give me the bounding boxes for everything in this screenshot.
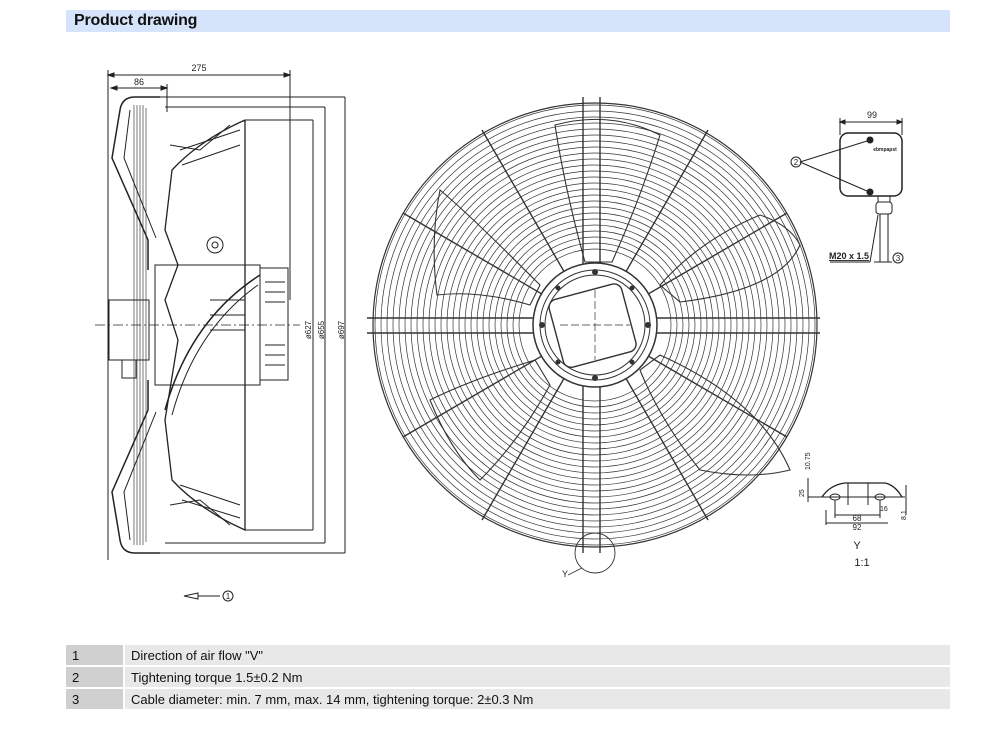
side-view: [95, 70, 346, 560]
legend-row: 2 Tightening torque 1.5±0.2 Nm: [66, 667, 950, 687]
detail-y-title: Y: [853, 540, 861, 552]
legend-description: Cable diameter: min. 7 mm, max. 14 mm, t…: [123, 689, 950, 709]
dim-275-label: 275: [191, 63, 206, 73]
side-view-labels: 275 86 ø627 ø655 ø697: [134, 63, 346, 339]
section-title: Product drawing: [74, 12, 198, 29]
airflow-callout: 1: [226, 592, 231, 601]
guard-rings: [374, 104, 816, 546]
dim-697-label: ø697: [337, 320, 346, 339]
dim-655-label: ø655: [317, 320, 326, 339]
dim-25-label: 25: [799, 489, 806, 497]
detail-y-scale: 1:1: [854, 557, 869, 569]
dim-627-label: ø627: [304, 320, 313, 339]
dim-1075-label: 10.75: [805, 452, 812, 470]
legend-description: Tightening torque 1.5±0.2 Nm: [123, 667, 950, 687]
terminal-box-labels: 99 2 ebmpapst M20 x 1.5 3: [794, 110, 901, 263]
terminal-box: [790, 118, 904, 264]
legend-description: Direction of air flow "V": [123, 645, 950, 665]
detail-y-drawing: [807, 478, 907, 525]
box-width-label: 99: [867, 110, 877, 120]
legend-number: 2: [66, 667, 123, 687]
product-drawing: 275 86 ø627 ø655 ø697 1: [95, 63, 908, 602]
torque-callout: 2: [794, 158, 799, 167]
dim-81-label: 8.1: [901, 510, 908, 520]
section-header: Product drawing: [66, 10, 950, 32]
dim-68-label: 68: [853, 514, 862, 523]
cable-callout: 3: [896, 254, 901, 263]
detail-y-labels: 10.75 25 16 68 92 8.1 Y 1:1: [799, 452, 908, 569]
front-view: [367, 97, 820, 576]
gland-label: M20 x 1.5: [829, 251, 869, 261]
legend-number: 1: [66, 645, 123, 665]
airflow-arrow-icon: 1: [183, 590, 234, 602]
dim-92-label: 92: [853, 523, 862, 532]
legend-number: 3: [66, 689, 123, 709]
dim-86-label: 86: [134, 77, 144, 87]
detail-y-marker: Y: [562, 569, 568, 579]
dim-16-label: 16: [880, 506, 888, 513]
brand-mark: ebmpapst: [873, 147, 897, 153]
legend-row: 1 Direction of air flow "V": [66, 645, 950, 665]
legend-row: 3 Cable diameter: min. 7 mm, max. 14 mm,…: [66, 689, 950, 709]
legend-table: 1 Direction of air flow "V" 2 Tightening…: [66, 643, 950, 711]
